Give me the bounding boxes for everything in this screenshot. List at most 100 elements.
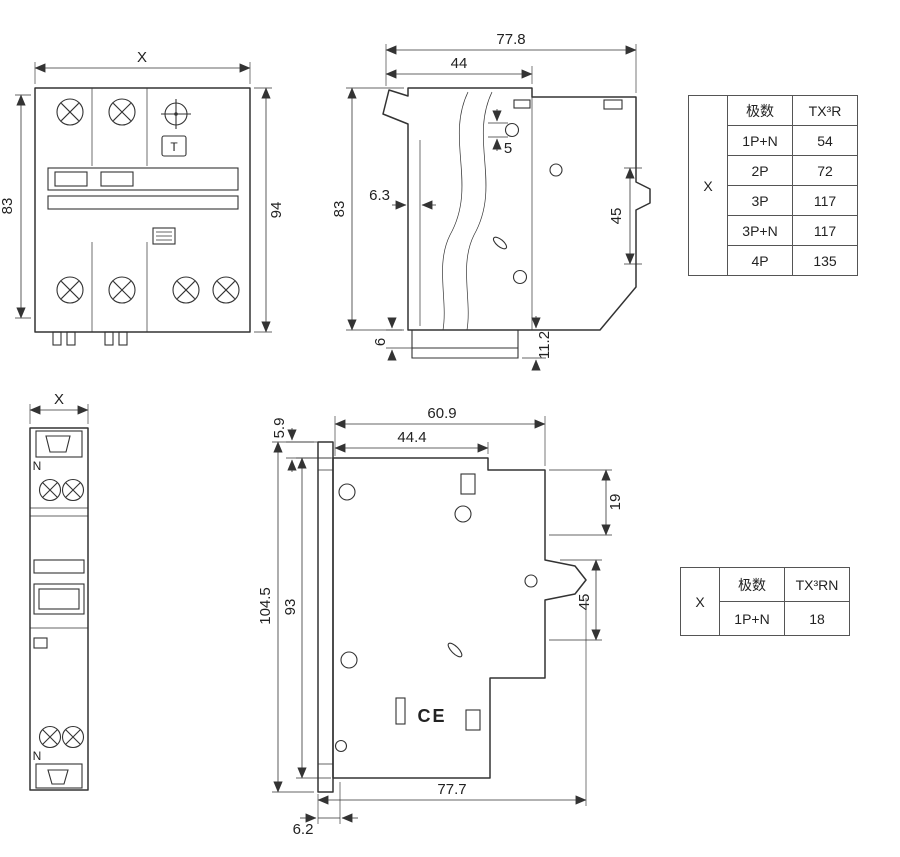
side-profile-outline [382,87,651,331]
table-x-cell: X [680,567,720,636]
dim-width-x-compact: X [29,391,89,424]
terminal-screw-icon [61,725,85,749]
table-row: 3P 117 [689,185,858,216]
dim-label: 5.9 [271,418,288,439]
value-cell: 18 [784,601,850,636]
switch-area-compact [33,559,85,649]
side-view-2pole: 77.8 44 5 83 6.3 45 [331,31,651,371]
breaker-body-outline [29,427,89,791]
table-header-row: X 极数 TX³R [688,95,858,276]
terminal-screw-icon [108,98,136,126]
front-view-2pole: T X 83 [0,49,285,346]
dim-offset-6-2: 6.2 [293,782,358,838]
value-cell: 54 [792,125,858,156]
front-lip-lines [318,469,333,765]
dim-label: 19 [607,494,624,511]
size-table-txr-grid: X 极数 TX³R 1P+N 54 2P 72 3P 117 3P+N 117 … [688,95,858,276]
poles-cell: 1P+N [719,601,785,636]
t-marking-box [161,135,187,157]
dim-label: 77.7 [437,781,466,798]
din-feet [52,331,128,346]
terminal-screw-icon [56,98,84,126]
side-profile-outline [332,457,587,779]
dim-bottom-77-7: 77.7 [317,598,587,824]
dim-height-83: 83 [0,94,31,319]
dim-top-44-4: 44.4 [334,429,489,454]
neutral-marking: N [33,749,42,763]
dim-top-60-9: 60.9 [334,405,546,466]
switch-area [47,167,239,245]
dim-label: 60.9 [427,405,456,422]
test-button-icon [160,98,192,130]
terminal-screw-icon [108,276,136,304]
poles-cell: 4P [727,245,793,276]
case-curves [442,91,493,331]
dim-height-93: 93 [282,457,331,779]
terminal-screw-icon [61,478,85,502]
table-row: 1P+N 54 [689,125,858,156]
dim-label: 6.3 [369,187,390,204]
module-divider-lines [91,88,148,332]
dim-label: 45 [576,594,593,611]
dim-label: 6 [372,338,389,346]
t-marking: T [170,140,178,154]
dim-label: 45 [608,208,625,225]
dim-label: 93 [282,599,299,616]
poles-cell: 1P+N [727,125,793,156]
breaker-body-outline [34,87,251,333]
terminal-screw-icon [56,276,84,304]
dim-width-x: X [34,49,251,84]
top-terminal [35,430,83,458]
dim-label: 104.5 [257,587,274,625]
dim-label: 77.8 [496,31,525,48]
dim-height-104-5: 104.5 [257,441,314,793]
table-row: 2P 72 [689,155,858,186]
dim-label: 44.4 [397,429,426,446]
terminal-screw-icon [212,276,240,304]
size-table-txr: X 极数 TX³R 1P+N 54 2P 72 3P 117 3P+N 117 … [688,95,858,276]
side-view-1pn: CE 5.9 60.9 44.4 19 45 [257,405,624,838]
dim-label: X [54,391,64,408]
value-cell: 72 [792,155,858,186]
dim-front-step-6-3: 6.3 [369,187,436,210]
dim-label: X [137,49,147,66]
dim-depth-44: 44 [385,55,533,84]
terminal-screw-icon [38,478,62,502]
din-clip [411,330,519,359]
table-header-model: TX³RN [784,567,850,602]
dim-label: 83 [331,201,348,218]
table-row: 1P+N 18 [681,601,850,636]
size-table-txrn: X 极数 TX³RN 1P+N 18 [680,567,850,636]
poles-cell: 2P [727,155,793,186]
dim-label: 44 [451,55,468,72]
dim-label: 6.2 [293,821,314,838]
ce-marking: CE [417,706,446,726]
bottom-terminal [35,763,83,789]
dim-label: 94 [268,202,285,219]
size-table-txrn-grid: X 极数 TX³RN 1P+N 18 [680,567,850,636]
poles-cell: 3P+N [727,215,793,246]
dim-rail-45-side: 45 [608,167,642,265]
front-view-1pn: N N X [29,391,89,791]
dim-clip-11-2: 11.2 [522,316,553,371]
dim-height-94: 94 [254,87,285,333]
dim-right-19: 19 [549,469,624,536]
case-details [492,99,623,285]
neutral-marking: N [33,459,42,473]
terminal-screw-icon [172,276,200,304]
terminal-screw-icon [38,725,62,749]
dim-rail-45-compact: 45 [549,559,602,641]
dim-depth-77-8: 77.8 [385,31,637,93]
poles-cell: 3P [727,185,793,216]
table-header-row: X 极数 TX³RN [680,567,850,636]
table-header-poles: 极数 [719,567,785,602]
value-cell: 117 [792,215,858,246]
case-details-compact [334,473,538,753]
dim-foot-6: 6 [372,317,412,361]
table-header-model: TX³R [792,95,858,126]
table-header-poles: 极数 [727,95,793,126]
table-row: 3P+N 117 [689,215,858,246]
dim-label: 5 [504,140,512,157]
